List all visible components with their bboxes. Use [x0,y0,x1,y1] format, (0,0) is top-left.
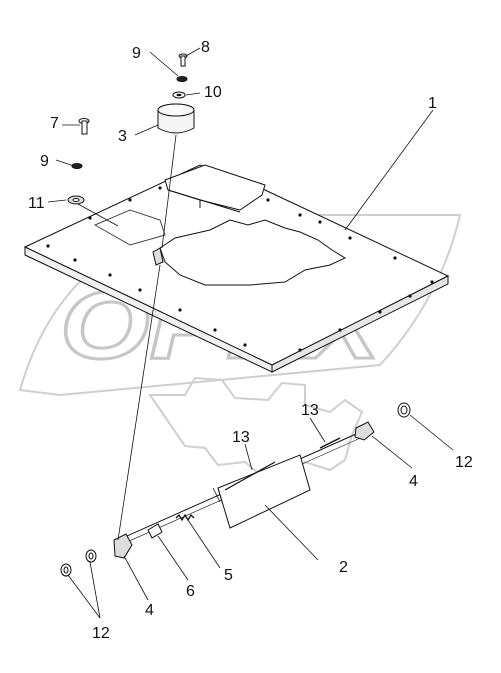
callout-11: 11 [28,195,45,212]
plate-lever-lug [152,247,164,266]
watermark-gear-outline [148,376,364,478]
callout-6: 6 [186,583,195,600]
part-3-knob [157,103,195,249]
callout-5: 5 [224,567,233,584]
plate-opening [159,219,347,286]
part-5-spring [175,513,195,522]
callout-12-left: 12 [92,625,110,642]
part-13-rod-a [224,461,276,491]
part-4-left-bracket [113,533,133,559]
knob-rod [161,134,177,249]
callout-3: 3 [118,128,127,145]
callout-8: 8 [201,39,210,56]
callout-9-top: 9 [132,45,141,62]
callout-2: 2 [339,559,348,576]
floor-plate [23,164,450,373]
lower-shaft-assembly [60,264,411,577]
part-8-bolt [178,53,188,67]
callout-12-right: 12 [455,454,473,471]
part-9-washer-left [71,163,83,169]
part-7-bolt [78,118,90,135]
bracket-fold-line [167,189,241,213]
leader-11-plate [77,203,119,227]
link-rod [117,264,161,541]
part-9-washer-top [176,76,188,82]
part-13-rod-b [319,437,341,449]
part-2-flap [217,454,311,529]
leader-lines [47,47,454,619]
plate-holes [46,186,434,352]
callout-labels: 1 2 3 4 4 5 6 7 8 9 9 10 11 12 12 13 13 [28,39,473,642]
callout-4-right: 4 [409,473,418,490]
callout-9-left: 9 [40,153,49,170]
callout-1: 1 [428,95,437,112]
part-4-right-bracket [354,421,375,441]
part-6-sleeve [147,523,163,539]
callout-10: 10 [204,84,222,101]
callout-13-right: 13 [301,402,319,419]
callout-7: 7 [50,115,59,132]
plate-inner-recess [93,209,166,246]
plate-right-edge [271,275,449,373]
callout-13-left: 13 [232,429,250,446]
callout-4-left: 4 [145,602,154,619]
